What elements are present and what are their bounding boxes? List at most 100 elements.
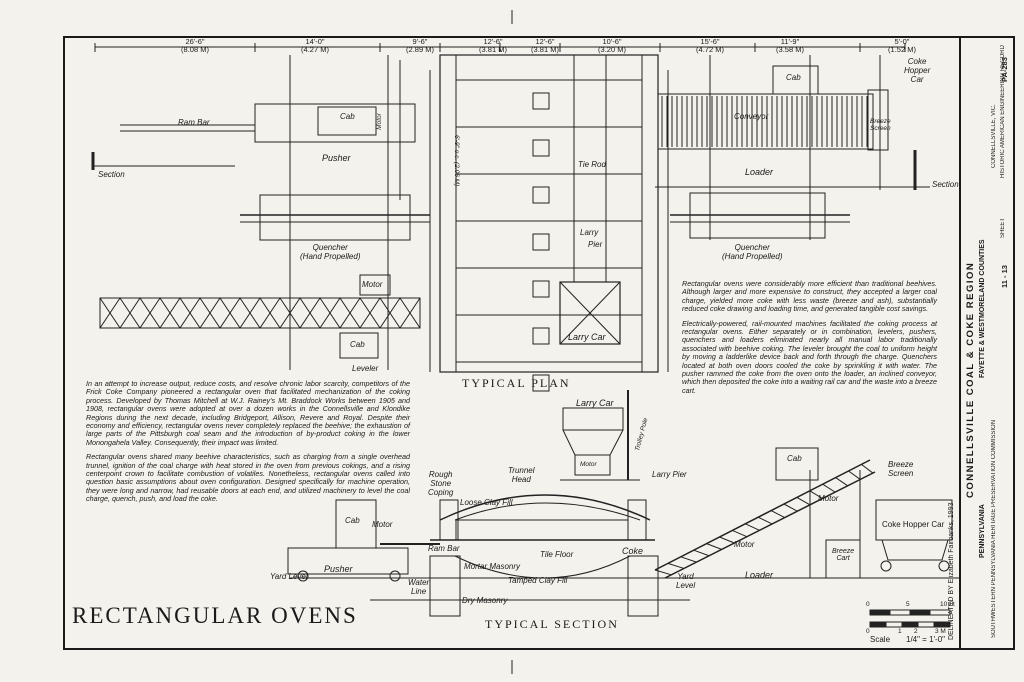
title-block-counties: FAYETTE & WESTMORELAND COUNTIES bbox=[979, 239, 986, 378]
trunnel-hole bbox=[532, 374, 550, 392]
dimension-6: 15'-6"(4.72 M) bbox=[690, 38, 730, 54]
dimension-5: 10'-6"(3.20 M) bbox=[592, 38, 632, 54]
dimension-m: (3.81 M) bbox=[479, 45, 507, 54]
label-ram-bar: Ram Bar bbox=[178, 118, 210, 127]
haer-number: PA-283 bbox=[1000, 57, 1009, 82]
truss-member bbox=[319, 297, 341, 329]
title-block-org: SOUTHWESTERN PENNSYLVANIA HERITAGE PRESE… bbox=[991, 419, 997, 638]
label-coke: Coke bbox=[622, 546, 644, 556]
label-breeze-screen-section: Breeze Screen bbox=[888, 460, 914, 478]
dimension-ft: 12'-6" bbox=[483, 37, 503, 46]
label-quencher-left: Quencher (Hand Propelled) bbox=[300, 243, 361, 261]
trunnel-hole bbox=[532, 186, 550, 204]
scale-ratio: 1/4" = 1'-0" bbox=[906, 635, 946, 644]
label-pusher-plan: Pusher bbox=[322, 153, 351, 163]
label-yard-level-left: Yard Level bbox=[270, 572, 308, 581]
sheet-number: 11 - 13 bbox=[1000, 265, 1009, 288]
truss-member bbox=[159, 297, 181, 329]
dimension-m: (2.89 M) bbox=[406, 45, 434, 54]
dimension-m: (8.08 M) bbox=[181, 45, 209, 54]
conveyor-truss bbox=[757, 516, 773, 525]
conveyor-truss bbox=[835, 477, 848, 487]
label-quencher-right: Quencher (Hand Propelled) bbox=[722, 243, 783, 261]
dimension-m: (3.81 M) bbox=[531, 45, 559, 54]
conveyor-truss bbox=[654, 569, 672, 576]
title-block-main: CONNELLSVILLE COAL & COKE REGION bbox=[965, 261, 976, 498]
label-cab-loader: Cab bbox=[787, 454, 802, 463]
text-right: Rectangular ovens were considerably more… bbox=[682, 279, 937, 395]
label-motor-conveyor: Motor bbox=[818, 494, 839, 503]
conveyor-truss bbox=[796, 496, 811, 506]
label-larry-pier: Larry Pier bbox=[652, 470, 687, 479]
text-right-p1: Rectangular ovens were considerably more… bbox=[682, 279, 937, 314]
truss-member bbox=[99, 297, 121, 329]
label-mortar-masonry: Mortar Masonry bbox=[464, 562, 521, 571]
label-water-line: Water Line bbox=[408, 578, 430, 596]
truss-member bbox=[299, 297, 321, 329]
label-dry-masonry: Dry Masonry bbox=[462, 596, 508, 605]
label-larry-car-section: Larry Car bbox=[576, 398, 614, 408]
scale-ft-5: 5 bbox=[906, 601, 910, 608]
dimension-ft: 14'-0" bbox=[305, 37, 325, 46]
trunnel-hole bbox=[532, 139, 550, 157]
conveyor-truss bbox=[861, 464, 874, 474]
scale-label: Scale bbox=[870, 635, 891, 644]
text-left: In an attempt to increase output, reduce… bbox=[86, 379, 410, 504]
conveyor-truss bbox=[770, 510, 785, 519]
conveyor-truss bbox=[848, 470, 861, 480]
dimension-ft: 12'-6" bbox=[535, 37, 555, 46]
text-right-p2: Electrically-powered, rail-mounted machi… bbox=[682, 318, 937, 395]
label-breeze-cart: Breeze Cart bbox=[832, 548, 855, 562]
dimension-m: (3.20 M) bbox=[598, 45, 626, 54]
conveyor-truss bbox=[745, 523, 760, 531]
dimension-ft: 11'-9" bbox=[780, 37, 800, 46]
scale-m-1: 1 bbox=[898, 628, 902, 635]
conveyor-truss bbox=[693, 549, 710, 557]
label-larry-car-plan: Larry Car bbox=[568, 332, 606, 342]
sheet-label: SHEET bbox=[1000, 217, 1006, 238]
label-pusher-section: Pusher bbox=[324, 564, 353, 574]
label-rough-stone: Rough Stone Coping bbox=[428, 470, 454, 497]
label-pier: Pier bbox=[588, 240, 603, 249]
pier-dimension: 6'-9" o.c. (2.06 M) bbox=[453, 135, 460, 186]
label-loader-plan: Loader bbox=[745, 167, 774, 177]
title-block-cv: CONNELLSVILLE, VIC. bbox=[991, 104, 997, 168]
dimension-8: 5'-0"(1.52 M) bbox=[882, 38, 922, 54]
label-trunnel-head: Trunnel Head bbox=[508, 466, 535, 484]
label-motor-pusher: Motor bbox=[372, 520, 393, 529]
dimension-ft: 26'-6" bbox=[185, 37, 205, 46]
dimension-m: (1.52 M) bbox=[888, 45, 916, 54]
delineator: DELINEATED BY Elizabeth Fairbanks, 1993 bbox=[948, 502, 955, 640]
dimension-4: 12'-6"(3.81 M) bbox=[525, 38, 565, 54]
scale-m-2: 2 bbox=[914, 628, 918, 635]
title-block-state: PENNSYLVANIA bbox=[979, 504, 986, 558]
label-leveler: Leveler bbox=[352, 364, 379, 373]
text-left-p2: Rectangular ovens shared many beehive ch… bbox=[86, 452, 410, 504]
label-motor-left: Motor bbox=[375, 113, 383, 130]
conveyor-truss bbox=[719, 536, 735, 544]
label-tie-rod: Tie Rod bbox=[578, 160, 606, 169]
pier-dim-ft: 6'-9" o.c. bbox=[453, 135, 460, 161]
dimension-m: (4.72 M) bbox=[696, 45, 724, 54]
truss-member bbox=[399, 297, 421, 329]
trunnel-hole bbox=[532, 280, 550, 298]
dimension-ft: 10'-6" bbox=[602, 37, 622, 46]
label-loader-section: Loader bbox=[745, 570, 774, 580]
label-ram-bar-section: Ram Bar bbox=[428, 544, 460, 553]
truss-member bbox=[239, 297, 261, 329]
dimension-ft: 9'-6" bbox=[412, 37, 428, 46]
haer-label: HISTORIC AMERICAN ENGINEERING RECORD bbox=[1000, 45, 1006, 178]
label-motor-larry: Motor bbox=[580, 461, 597, 468]
label-section-right: Section bbox=[932, 180, 959, 189]
label-tile-floor: Tile Floor bbox=[540, 550, 574, 559]
scale-ft-10: 10 Ft bbox=[940, 601, 955, 608]
scale-m-3: 3 M bbox=[935, 628, 946, 635]
label-motor-loader: Motor bbox=[734, 540, 755, 549]
label-coke-hopper-car-plan: Coke Hopper Car bbox=[904, 57, 931, 84]
label-tamped-clay: Tamped Clay Fill bbox=[508, 576, 568, 585]
trunnel-hole bbox=[532, 92, 550, 110]
truss-member bbox=[359, 297, 381, 329]
truss-member bbox=[219, 297, 241, 329]
conveyor-truss bbox=[732, 529, 748, 538]
